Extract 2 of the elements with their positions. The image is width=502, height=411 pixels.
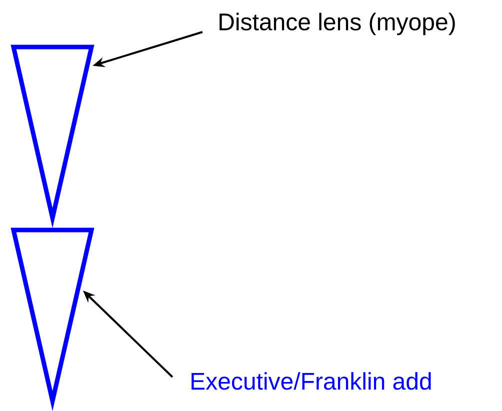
label-text: Executive/Franklin add (192, 372, 431, 390)
label-text: Distance lens (myope) (220, 12, 455, 36)
